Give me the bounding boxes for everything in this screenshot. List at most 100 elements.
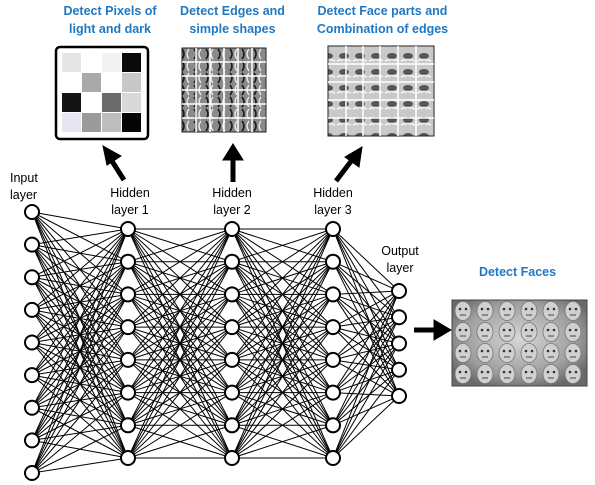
neuron-hidden1-6: [120, 384, 136, 401]
connection-line: [332, 261, 400, 344]
neuron-hidden3-4: [325, 319, 341, 336]
faces-image: [451, 299, 588, 387]
face-thumbnail: [476, 301, 494, 321]
face-eye: [486, 328, 490, 332]
neuron-hidden3-6: [325, 384, 341, 401]
face-eye: [458, 370, 462, 374]
face-eye: [546, 370, 550, 374]
face-eye: [552, 307, 556, 311]
pixel-cell: [102, 53, 121, 72]
neuron-hidden3-3: [325, 286, 341, 303]
arrow-up-left: [102, 145, 127, 182]
face-eye: [508, 370, 512, 374]
pixel-cell: [122, 53, 141, 72]
connection-line: [332, 359, 400, 397]
face-eye: [552, 370, 556, 374]
neuron-hidden1-8: [120, 450, 136, 466]
connection-line: [127, 392, 233, 459]
connection-line: [332, 290, 400, 295]
face-eye: [568, 349, 572, 353]
connection-line: [31, 359, 129, 474]
connection-line: [332, 290, 400, 393]
connection-line: [31, 228, 129, 311]
connection-line: [231, 424, 334, 459]
face-thumbnail: [542, 343, 560, 363]
face-thumbnail: [498, 364, 516, 384]
connection-line: [332, 369, 400, 394]
neurons: [24, 204, 407, 481]
label-hidden-layer-1: Hidden layer 1: [110, 186, 150, 217]
connection-line: [231, 392, 334, 459]
caption-detect-edges: Detect Edges and simple shapes: [180, 4, 285, 36]
face-eye: [530, 370, 534, 374]
neuron-output-4: [391, 361, 407, 378]
neuron-input-6: [24, 367, 40, 384]
connection-line: [332, 290, 400, 328]
arrow-up: [222, 143, 244, 182]
connection-line: [332, 395, 400, 459]
connection-line: [127, 228, 233, 426]
face-eye: [552, 328, 556, 332]
face-eye: [464, 307, 468, 311]
face-eye: [486, 349, 490, 353]
connection-line: [231, 228, 334, 361]
neuron-hidden2-6: [224, 384, 240, 401]
connection-line: [332, 290, 400, 361]
neuron-input-8: [24, 432, 40, 449]
face-thumbnail: [476, 322, 494, 342]
face-eye: [480, 307, 484, 311]
face-parts-image: [327, 45, 435, 137]
connection-line: [332, 343, 400, 361]
neuron-hidden2-4: [224, 319, 240, 336]
connection-line: [127, 228, 233, 361]
face-eye: [464, 370, 468, 374]
arrow-right: [414, 319, 452, 341]
neuron-hidden1-7: [120, 417, 136, 434]
connection-line: [31, 228, 129, 376]
label-hidden-layer-3: Hidden layer 3: [313, 186, 353, 217]
face-eye: [524, 370, 528, 374]
connection-line: [332, 316, 400, 361]
neuron-input-4: [24, 301, 40, 318]
face-eye: [502, 328, 506, 332]
connection-line: [31, 228, 129, 441]
pixel-cell: [82, 53, 101, 72]
face-thumbnail: [564, 322, 582, 342]
face-eye: [530, 328, 534, 332]
neuron-hidden3-2: [325, 253, 341, 270]
face-eye: [458, 307, 462, 311]
connection-line: [332, 290, 400, 426]
face-eye: [574, 349, 578, 353]
neuron-hidden1-5: [120, 351, 136, 368]
pixel-cell: [102, 93, 121, 112]
connection-line: [332, 316, 400, 393]
pixel-cell: [102, 73, 121, 92]
connection-line: [127, 228, 233, 295]
face-thumbnail: [542, 301, 560, 321]
pixel-cell: [122, 113, 141, 132]
neuron-hidden1-3: [120, 286, 136, 303]
neuron-output-1: [391, 283, 407, 299]
caption-detect-pixels: Detect Pixels of light and dark: [63, 4, 157, 36]
pixel-cell: [62, 53, 81, 72]
face-thumbnail: [476, 343, 494, 363]
neuron-hidden3-1: [325, 221, 341, 237]
neuron-hidden3-7: [325, 417, 341, 434]
pixel-cell: [122, 73, 141, 92]
face-eye: [486, 307, 490, 311]
face-eye: [464, 349, 468, 353]
connection-line: [231, 261, 334, 459]
pixel-cell: [62, 73, 81, 92]
label-hidden-layer-2: Hidden layer 2: [212, 186, 252, 217]
connection-line: [231, 294, 334, 459]
label-output-layer: Output layer: [381, 244, 419, 275]
face-thumbnail: [520, 364, 538, 384]
pixel-cell: [122, 93, 141, 112]
face-thumbnail: [542, 322, 560, 342]
connection-line: [31, 228, 129, 278]
neuron-input-3: [24, 269, 40, 286]
face-thumbnail: [454, 301, 472, 321]
connection-line: [31, 228, 129, 408]
face-eye: [486, 370, 490, 374]
face-eye: [508, 328, 512, 332]
